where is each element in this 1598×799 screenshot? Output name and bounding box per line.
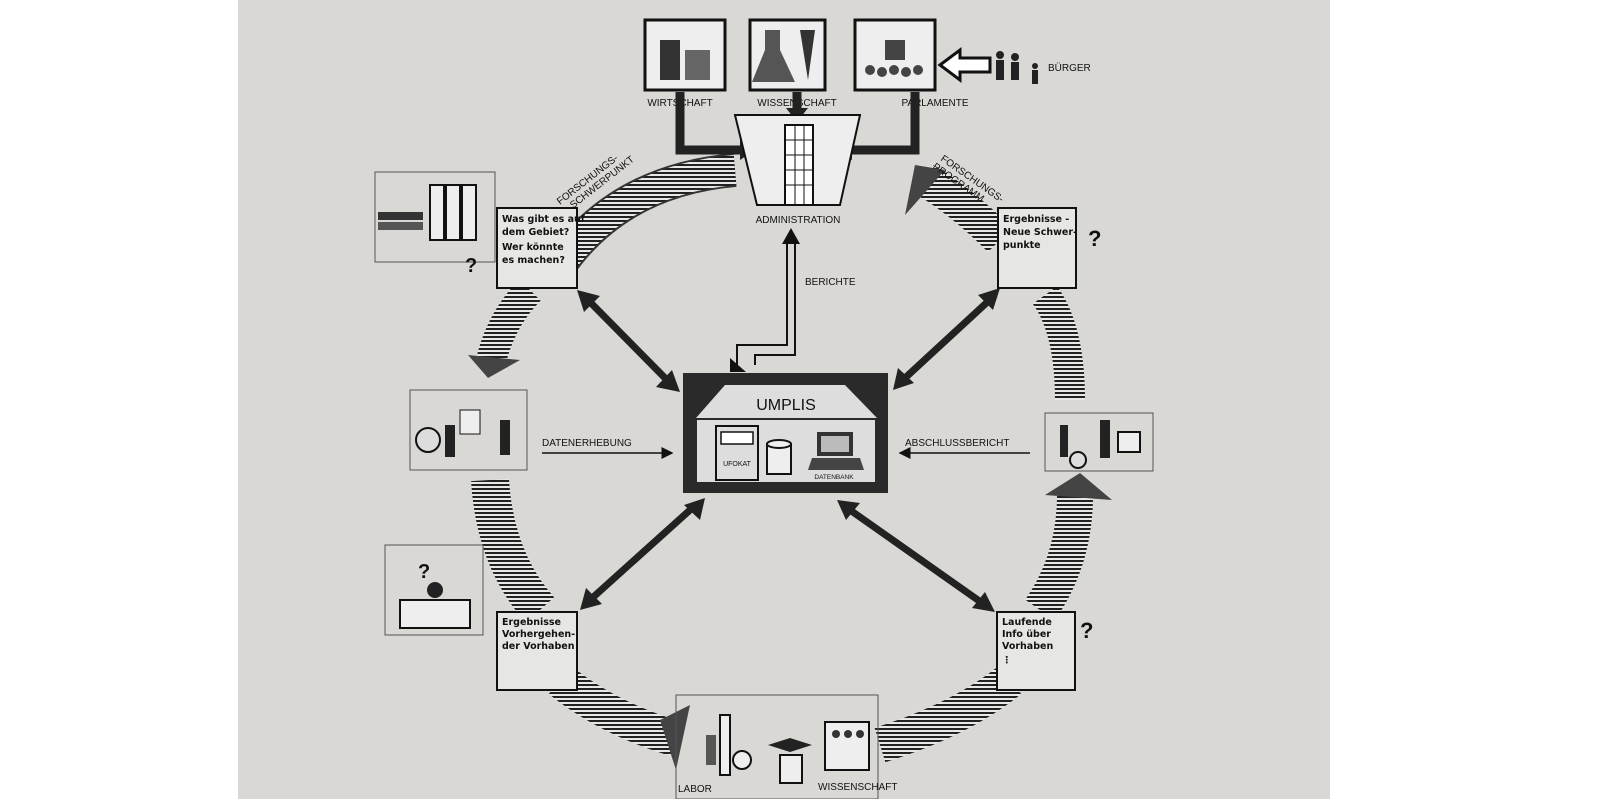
question-mark-bottom-right: ?	[1080, 618, 1093, 643]
graduation-cap-icon	[768, 738, 812, 752]
control-panel-icon	[824, 721, 870, 771]
flask-icon	[752, 30, 795, 82]
illustration-survey	[409, 389, 528, 471]
flow-datenerhebung: DATENERHEBUNG	[542, 438, 674, 459]
arc-left-lower	[471, 478, 555, 623]
umplis-title: UMPLIS	[756, 397, 816, 414]
arrowhead-bottom-left	[660, 705, 690, 770]
berichte-arrow: BERICHTE	[730, 228, 856, 372]
svg-text:PARLAMENTE: PARLAMENTE	[901, 98, 968, 109]
svg-text:ABSCHLUSSBERICHT: ABSCHLUSSBERICHT	[905, 438, 1009, 449]
arc-bottom-right	[874, 665, 1022, 763]
computer-terminal-icon	[808, 432, 864, 470]
svg-text:BERICHTE: BERICHTE	[805, 277, 856, 288]
people-icon	[996, 51, 1038, 84]
arrow-parlamente	[850, 92, 920, 155]
administration-funnel: ADMINISTRATION	[733, 114, 862, 226]
database-cylinder-icon	[766, 439, 792, 475]
question-mark-top-right: ?	[1088, 226, 1101, 251]
arc-right-lower	[1025, 494, 1093, 621]
document-icon	[779, 754, 803, 784]
svg-text:?: ?	[465, 255, 477, 277]
arc-right-upper	[1032, 286, 1085, 401]
svg-text:Ergebnisse -Neue Schwer-punkte: Ergebnisse -Neue Schwer-punkte	[1003, 214, 1077, 251]
arrow-wirtschaft	[675, 92, 742, 155]
cycle-arcs	[468, 153, 1112, 770]
source-buerger: BÜRGER	[937, 47, 1091, 84]
building-icon	[784, 124, 814, 206]
svg-text:UFOKAT: UFOKAT	[723, 461, 752, 468]
svg-text:?: ?	[418, 561, 430, 583]
illustration-books: ?	[374, 171, 496, 277]
source-parlamente: PARLAMENTE	[853, 18, 969, 109]
illustration-report	[1044, 412, 1154, 472]
svg-text:DATENERHEBUNG: DATENERHEBUNG	[542, 438, 632, 449]
illustration-desk: ?	[384, 544, 484, 636]
source-wirtschaft: WIRTSCHAFT	[643, 18, 727, 109]
arrowhead-right-lower	[1045, 473, 1112, 500]
lab-equipment-icon	[706, 735, 716, 765]
illustration-lab-science: LABOR WISSENSCHAFT	[675, 694, 897, 799]
flow-abschlussbericht: ABSCHLUSSBERICHT	[898, 438, 1030, 459]
svg-text:ADMINISTRATION: ADMINISTRATION	[756, 215, 841, 226]
crowd-icon	[865, 40, 923, 77]
arrowhead-left-upper	[468, 355, 520, 378]
box-top-right: Ergebnisse -Neue Schwer-punkte	[997, 207, 1077, 289]
connection-arrows	[585, 292, 998, 608]
arrow-left-icon	[937, 47, 992, 83]
factory-icon	[660, 40, 680, 80]
svg-text:BÜRGER: BÜRGER	[1048, 62, 1091, 74]
svg-text:LABOR: LABOR	[678, 784, 712, 795]
svg-text:DATENBANK: DATENBANK	[814, 474, 854, 481]
arc-left-upper	[475, 279, 541, 369]
svg-text:WISSENSCHAFT: WISSENSCHAFT	[818, 782, 897, 793]
arrowhead-top-right	[905, 165, 945, 215]
umplis-system: UMPLIS UFOKAT DATENBANK	[683, 373, 888, 493]
